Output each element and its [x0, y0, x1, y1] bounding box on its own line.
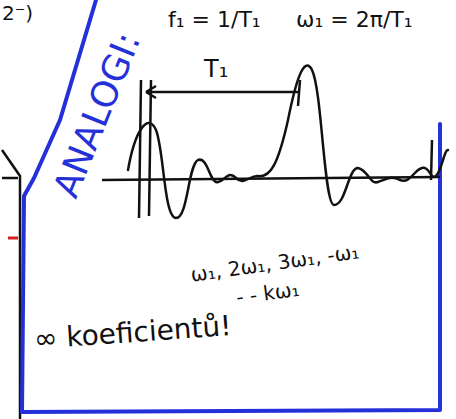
blue-frame — [22, 0, 440, 412]
waveform — [128, 66, 448, 218]
harmonics-note: ω₁, 2ω₁, 3ω₁, -ω₁ — [189, 240, 360, 285]
harmonics-note: - - kω₁ — [235, 278, 301, 309]
frame-line — [2, 150, 20, 419]
period-dimension — [146, 80, 300, 106]
frame-line — [2, 177, 18, 180]
arrow-head — [146, 86, 156, 98]
formula: ω₁ = 2π/T₁ — [296, 8, 413, 32]
period-label: T₁ — [204, 56, 228, 82]
period-mark — [149, 80, 151, 216]
formula: f₁ = 1/T₁ — [168, 8, 261, 32]
note-text: ∞ koeficientů! — [33, 311, 232, 356]
red-mark — [8, 237, 18, 240]
period-mark — [139, 80, 141, 218]
fragment-text: 2⁻) — [2, 2, 33, 24]
